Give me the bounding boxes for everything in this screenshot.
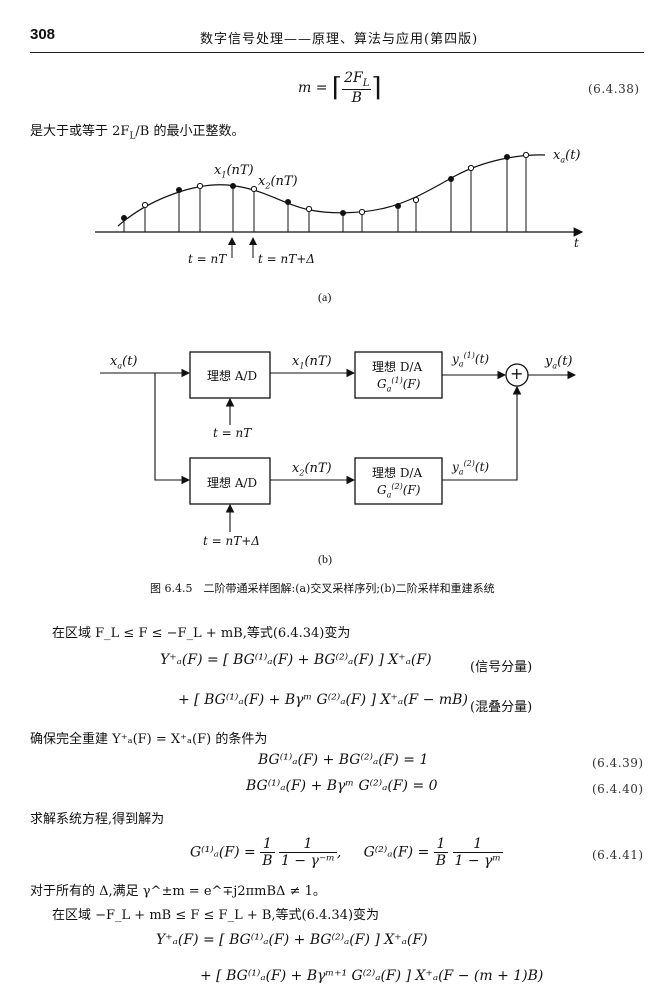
figure-b-label: (b) (318, 552, 332, 566)
eq-alias-line: + [ BG⁽¹⁾ₐ(F) + Bγᵐ G⁽²⁾ₐ(F) ] X⁺ₐ(F − m… (178, 692, 468, 708)
figure-b-block-diagram (100, 351, 577, 532)
label-xa-t: xa(t) (553, 148, 581, 165)
eq2-alias-line: + [ BG⁽¹⁾ₐ(F) + Bγᵐ⁺¹ G⁽²⁾ₐ(F) ] X⁺ₐ(F −… (200, 968, 544, 984)
summer-plus: + (510, 364, 524, 383)
page-number: 308 (30, 26, 56, 43)
paragraph-region-2: 在区域 −F_L + mB ≤ F ≤ F_L + B,等式(6.4.34)变为 (52, 908, 380, 923)
eq-signal-line: Y⁺ₐ(F) = [ BG⁽¹⁾ₐ(F) + BG⁽²⁾ₐ(F) ] X⁺ₐ(F… (160, 652, 432, 668)
tag-signal: (信号分量) (470, 660, 533, 675)
eq-6-4-38: m = ⌈ 2FL B ⌉ (298, 70, 382, 106)
label-x1-nT: x1(nT) (214, 163, 254, 180)
xa-curve (117, 154, 546, 227)
header-rule (30, 52, 644, 53)
eq2-signal-line: Y⁺ₐ(F) = [ BG⁽¹⁾ₐ(F) + BG⁽²⁾ₐ(F) ] X⁺ₐ(F… (156, 932, 428, 948)
label-t-nT-delta: t = nT+Δ (258, 252, 315, 266)
figure-a-label: (a) (318, 290, 332, 304)
ad1-label: 理想 A/D (207, 369, 258, 383)
paragraph-definition: 是大于或等于 2FL/B 的最小正整数。 (30, 124, 245, 142)
label-x2-nT: x2(nT) (258, 174, 298, 191)
eq-number-6-4-38: (6.4.38) (588, 82, 640, 96)
ad2-label: 理想 A/D (207, 476, 258, 490)
label-t-axis: t (574, 236, 579, 250)
label-y2: ya(2)(t) (452, 459, 490, 477)
label-b-t-nT-delta: t = nT+Δ (203, 534, 260, 548)
eq-number-6-4-40: (6.4.40) (592, 782, 644, 796)
eq-6-4-39: BG⁽¹⁾ₐ(F) + BG⁽²⁾ₐ(F) = 1 (258, 752, 429, 768)
eq-number-6-4-41: (6.4.41) (592, 848, 644, 862)
paragraph-gamma: 对于所有的 Δ,满足 γ^±m = e^∓j2πmBΔ ≠ 1。 (30, 884, 326, 899)
running-title: 数字信号处理——原理、算法与应用(第四版) (200, 32, 479, 47)
label-b-t-nT: t = nT (213, 426, 252, 440)
da1-transfer: Ga(1)(F) (377, 376, 421, 394)
paragraph-region-1: 在区域 F_L ≤ F ≤ −F_L + mB,等式(6.4.34)变为 (52, 626, 351, 641)
label-output-ya: ya(t) (545, 354, 573, 371)
label-t-nT: t = nT (188, 252, 227, 266)
tag-alias: (混叠分量) (470, 700, 533, 715)
figure-caption: 图 6.4.5 二阶带通采样图解:(a)交叉采样序列;(b)二阶采样和重建系统 (150, 582, 495, 595)
da1-label: 理想 D/A (372, 360, 423, 374)
eq-number-6-4-39: (6.4.39) (592, 756, 644, 770)
da2-label: 理想 D/A (372, 466, 423, 480)
label-y1: ya(1)(t) (452, 351, 490, 369)
figure-a-sampling-sequence (95, 151, 584, 258)
label-b-x1: x1(nT) (292, 354, 332, 371)
label-b-x2: x2(nT) (292, 461, 332, 478)
da2-transfer: Ga(2)(F) (377, 482, 421, 500)
label-input-xa: xa(t) (110, 354, 138, 371)
paragraph-condition: 确保完全重建 Y⁺ₐ(F) = X⁺ₐ(F) 的条件为 (30, 732, 268, 747)
paragraph-solve: 求解系统方程,得到解为 (30, 812, 165, 827)
eq-6-4-40: BG⁽¹⁾ₐ(F) + Bγᵐ G⁽²⁾ₐ(F) = 0 (246, 778, 438, 794)
